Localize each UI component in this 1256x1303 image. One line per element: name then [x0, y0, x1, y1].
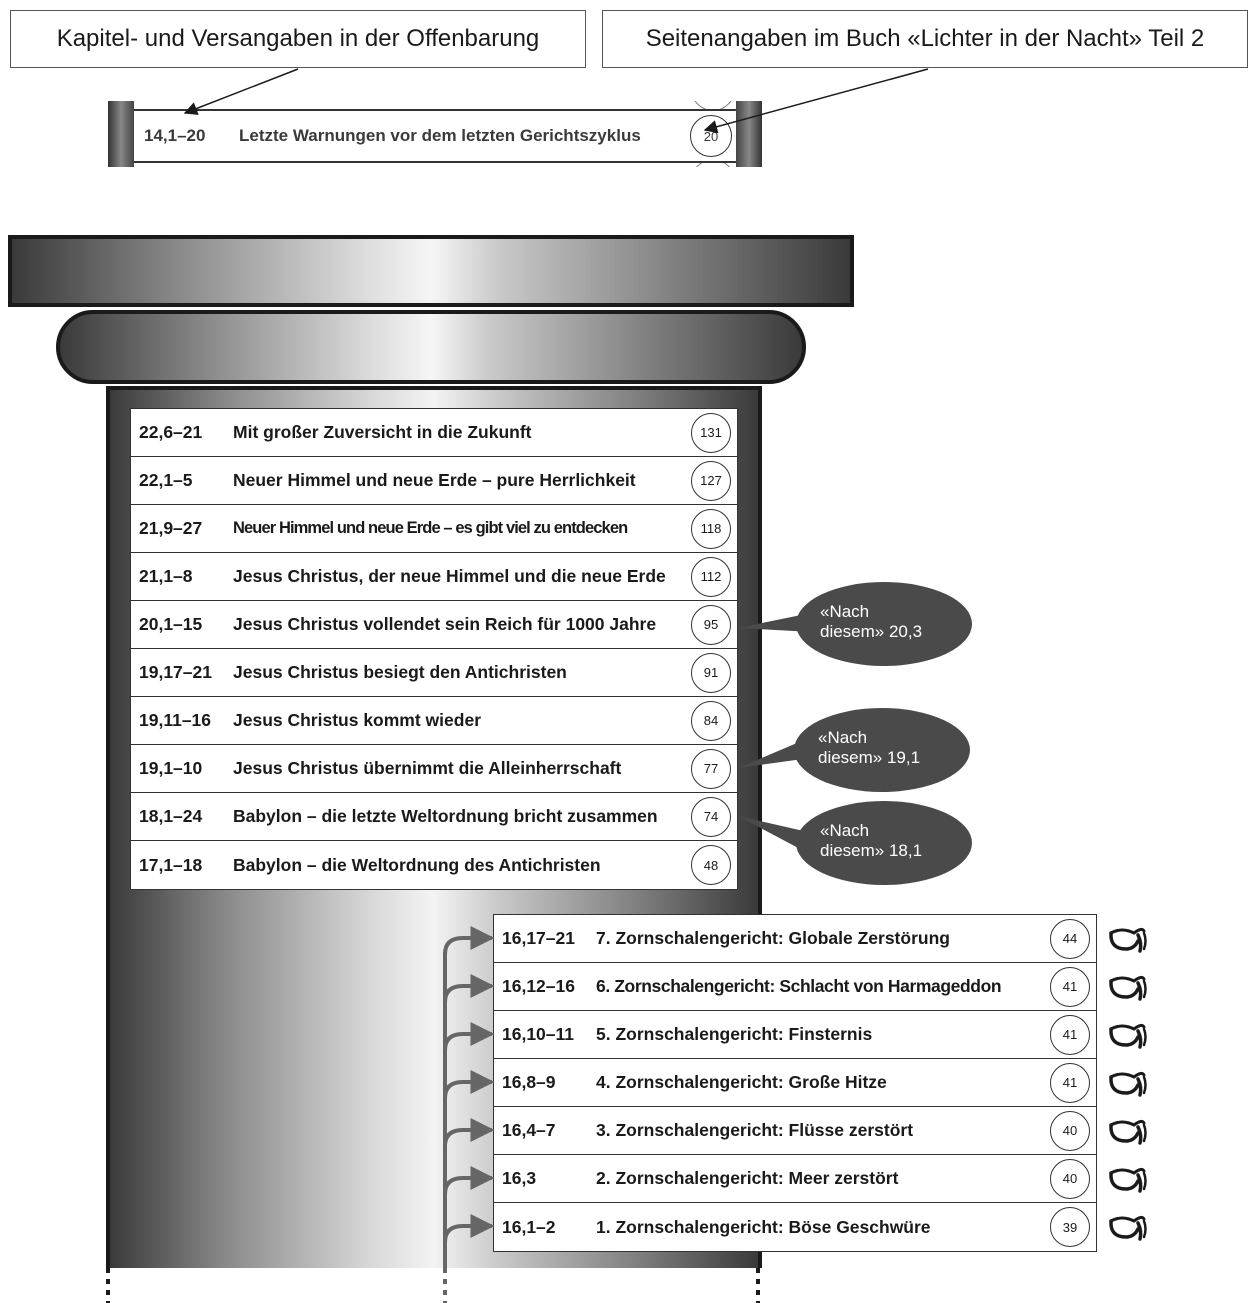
callout-after-this-20-3: «Nach diesem» 20,3	[796, 582, 972, 666]
chapter-ref: 17,1–18	[139, 854, 203, 875]
page-bubble: 41	[1050, 966, 1090, 1007]
table-row: 16,12–16 6. Zornschalengericht: Schlacht …	[494, 963, 1096, 1011]
table-row: 16,8–9 4. Zornschalengericht: Große Hitze…	[494, 1059, 1096, 1107]
legend-chapter-text: Kapitel- und Versangaben in der Offenbar…	[56, 25, 540, 52]
section-title: Jesus Christus, der neue Himmel und die …	[233, 566, 666, 586]
chapter-ref: 16,3	[502, 1168, 537, 1188]
page-bubble: 77	[691, 748, 731, 789]
bowl-icon	[1108, 1209, 1148, 1243]
page-bubble: 84	[691, 700, 731, 741]
callout-after-this-19-1: «Nach diesem» 19,1	[794, 708, 970, 792]
callout-text: «Nach diesem» 19,1	[818, 728, 921, 767]
chapter-ref: 16,12–16	[502, 976, 575, 996]
legend-chapter-verse: Kapitel- und Versangaben in der Offenbar…	[10, 10, 586, 68]
section-title: Babylon – die Weltordnung des Antichrist…	[233, 854, 601, 875]
page-bubble: 74	[691, 796, 731, 837]
callout-after-this-18-1: «Nach diesem» 18,1	[796, 801, 972, 885]
page-bubble: 39	[1050, 1207, 1090, 1247]
table-row: 19,1–10 Jesus Christus übernimmt die Alle…	[131, 745, 737, 793]
example-row: 14,1–20 Letzte Warnungen vor dem letzten…	[134, 109, 736, 163]
chapter-ref: 16,8–9	[502, 1072, 556, 1092]
table-row: 21,1–8 Jesus Christus, der neue Himmel un…	[131, 553, 737, 601]
section-title: Jesus Christus übernimmt die Alleinherrs…	[233, 758, 622, 778]
page-bubble: 127	[691, 460, 731, 501]
column-abacus	[8, 235, 854, 307]
chapter-ref: 21,1–8	[139, 566, 193, 586]
table-row: 16,17–21 7. Zornschalengericht: Globale Z…	[494, 915, 1096, 963]
page-bubble: 131	[691, 412, 731, 453]
page-bubble: 48	[691, 845, 731, 885]
page-bubble: 41	[1050, 1062, 1090, 1103]
callout-text: «Nach diesem» 18,1	[820, 821, 923, 860]
chapter-ref: 22,6–21	[139, 422, 203, 442]
table-row: 18,1–24 Babylon – die letzte Weltordnung …	[131, 793, 737, 841]
callout-text: «Nach diesem» 20,3	[820, 602, 923, 641]
table-row: 19,17–21 Jesus Christus besiegt den Antic…	[131, 649, 737, 697]
section-title: 4. Zornschalengericht: Große Hitze	[596, 1072, 887, 1092]
chapter-ref: 16,4–7	[502, 1120, 556, 1140]
example-column-left	[108, 101, 134, 167]
table-row: 16,1–2 1. Zornschalengericht: Böse Geschw…	[494, 1203, 1096, 1251]
section-title: 1. Zornschalengericht: Böse Geschwüre	[596, 1216, 931, 1237]
table-row: 22,6–21 Mit großer Zuversicht in die Zuku…	[131, 409, 737, 457]
main-chapter-table: 22,6–21 Mit großer Zuversicht in die Zuku…	[130, 408, 738, 890]
legend-page-numbers: Seitenangaben im Buch «Lichter in der Na…	[602, 10, 1248, 68]
example-ref: 14,1–20	[144, 126, 206, 145]
table-row: 16,4–7 3. Zornschalengericht: Flüsse zers…	[494, 1107, 1096, 1155]
section-title: Neuer Himmel und neue Erde – pure Herrli…	[233, 470, 636, 490]
table-row: 16,3 2. Zornschalengericht: Meer zerstört…	[494, 1155, 1096, 1203]
example-column-right	[736, 101, 762, 167]
bowl-icon	[1108, 921, 1148, 955]
bowl-icon	[1108, 1113, 1148, 1147]
chapter-ref: 21,9–27	[139, 518, 203, 538]
page-bubble: 44	[1050, 918, 1090, 959]
chapter-ref: 16,17–21	[502, 928, 575, 948]
table-row: 20,1–15 Jesus Christus vollendet sein Rei…	[131, 601, 737, 649]
section-title: 6. Zornschalengericht: Schlacht von Harm…	[596, 976, 1002, 996]
page-bubble: 91	[691, 652, 731, 693]
bowl-icon	[1108, 1065, 1148, 1099]
chapter-ref: 16,10–11	[502, 1024, 575, 1044]
section-title: 2. Zornschalengericht: Meer zerstört	[596, 1168, 899, 1188]
section-title: Babylon – die letzte Weltordnung bricht …	[233, 806, 658, 826]
bowl-icon	[1108, 1017, 1148, 1051]
column-echinus	[56, 310, 806, 384]
page-bubble: 112	[691, 556, 731, 597]
chapter-ref: 16,1–2	[502, 1216, 556, 1237]
section-title: Neuer Himmel und neue Erde – es gibt vie…	[233, 519, 628, 537]
section-title: 3. Zornschalengericht: Flüsse zerstört	[596, 1120, 914, 1140]
table-row: 17,1–18 Babylon – die Weltordnung des Ant…	[131, 841, 737, 889]
table-row: 21,9–27 Neuer Himmel und neue Erde – es g…	[131, 505, 737, 553]
example-strip: 14,1–20 Letzte Warnungen vor dem letzten…	[108, 101, 762, 167]
page-bubble: 118	[691, 508, 731, 549]
section-title: Jesus Christus vollendet sein Reich für …	[233, 614, 657, 634]
section-title: Mit großer Zuversicht in die Zukunft	[233, 422, 532, 442]
section-title: 5. Zornschalengericht: Finsternis	[596, 1024, 873, 1044]
chapter-ref: 22,1–5	[139, 470, 193, 490]
example-page-bubble: 20	[690, 115, 732, 157]
section-title: Jesus Christus kommt wieder	[233, 710, 481, 730]
chapter-ref: 19,11–16	[139, 710, 212, 730]
chapter-ref: 19,17–21	[139, 662, 212, 682]
table-row: 16,10–11 5. Zornschalengericht: Finsterni…	[494, 1011, 1096, 1059]
table-row: 22,1–5 Neuer Himmel und neue Erde – pure …	[131, 457, 737, 505]
page-bubble: 95	[691, 604, 731, 645]
chapter-ref: 18,1–24	[139, 806, 203, 826]
page-bubble: 40	[1050, 1110, 1090, 1151]
legend-page-text: Seitenangaben im Buch «Lichter in der Na…	[645, 25, 1205, 52]
example-title: Letzte Warnungen vor dem letzten Gericht…	[239, 126, 641, 145]
chapter-ref: 19,1–10	[139, 758, 203, 778]
table-row: 19,11–16 Jesus Christus kommt wieder 84	[131, 697, 737, 745]
bowl-judgments-table: 16,17–21 7. Zornschalengericht: Globale Z…	[493, 914, 1097, 1252]
page-bubble: 40	[1050, 1158, 1090, 1199]
page-bubble: 41	[1050, 1014, 1090, 1055]
section-title: 7. Zornschalengericht: Globale Zerstörun…	[596, 928, 950, 948]
section-title: Jesus Christus besiegt den Antichristen	[233, 662, 567, 682]
bowl-icon	[1108, 1161, 1148, 1195]
chapter-ref: 20,1–15	[139, 614, 203, 634]
bowl-icon	[1108, 969, 1148, 1003]
